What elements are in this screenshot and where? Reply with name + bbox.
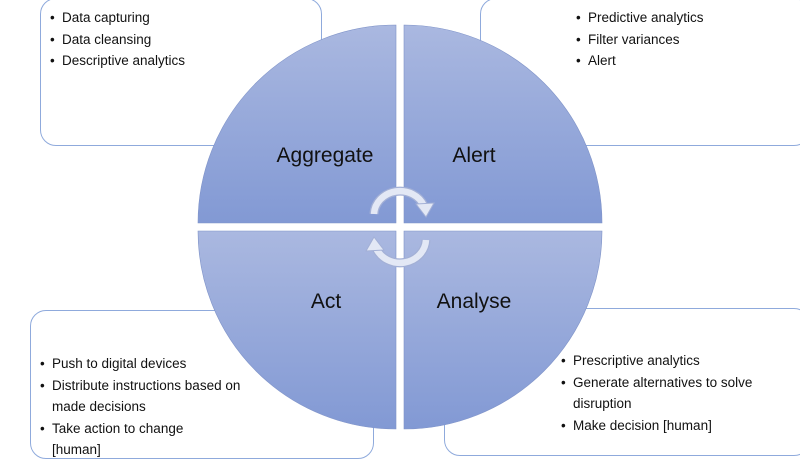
- list-item: Data cleansing: [50, 29, 185, 51]
- list-item: Take action to change [human]: [40, 418, 222, 461]
- aggregate-label: Aggregate: [277, 144, 374, 167]
- alert-list: Predictive analytics Filter variances Al…: [576, 7, 704, 72]
- act-quadrant: [197, 230, 397, 430]
- list-item: Distribute instructions based on made de…: [40, 375, 260, 418]
- list-item: Alert: [576, 50, 704, 72]
- list-item: Prescriptive analytics: [561, 350, 771, 372]
- cycle-arrow-top-icon: [369, 186, 435, 218]
- analyse-quadrant: [403, 230, 603, 430]
- act-label: Act: [311, 290, 342, 313]
- aggregate-quadrant: [197, 24, 397, 224]
- analyse-label: Analyse: [437, 290, 512, 313]
- list-item: Data capturing: [50, 7, 185, 29]
- alert-label: Alert: [452, 144, 495, 167]
- aggregate-list: Data capturing Data cleansing Descriptiv…: [50, 7, 185, 72]
- list-item: Make decision [human]: [561, 415, 771, 437]
- act-list: Push to digital devices Distribute instr…: [40, 353, 260, 461]
- list-item: Generate alternatives to solve disruptio…: [561, 372, 771, 415]
- list-item: Descriptive analytics: [50, 50, 185, 72]
- list-item: Predictive analytics: [576, 7, 704, 29]
- list-item: Push to digital devices: [40, 353, 260, 375]
- list-item: Filter variances: [576, 29, 704, 51]
- analyse-list: Prescriptive analytics Generate alternat…: [561, 350, 771, 436]
- alert-quadrant: [403, 24, 603, 224]
- cycle-arrow-bottom-icon: [365, 236, 431, 268]
